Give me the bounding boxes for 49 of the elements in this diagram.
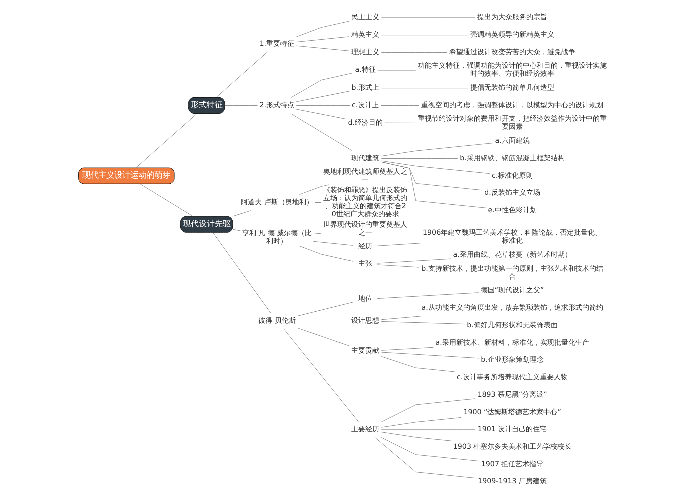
- connector: [232, 229, 241, 232]
- connector: [384, 122, 416, 124]
- connector: [381, 356, 455, 372]
- connector: [375, 438, 476, 479]
- connector: [314, 241, 354, 246]
- connector: [298, 328, 350, 346]
- connector: [381, 322, 466, 324]
- connector: [381, 316, 422, 320]
- connector: [377, 264, 420, 268]
- connector: [381, 438, 480, 462]
- connector: [381, 160, 490, 174]
- connector: [381, 352, 480, 359]
- connector: [314, 233, 322, 235]
- connector: [381, 162, 486, 208]
- connector: [232, 210, 252, 217]
- connector: [377, 292, 480, 299]
- connector: [284, 329, 359, 422]
- connector: [381, 398, 476, 422]
- connector: [296, 36, 350, 43]
- connector: [296, 46, 350, 52]
- connector: [381, 432, 452, 442]
- connector: [381, 88, 469, 89]
- connector: [296, 21, 350, 38]
- connector: [300, 246, 354, 262]
- connector: [381, 418, 462, 428]
- connector: [381, 347, 434, 351]
- connector: [381, 105, 420, 106]
- connector: [296, 91, 350, 102]
- connector: [224, 105, 258, 106]
- connector: [315, 202, 322, 204]
- node-box: 现代主义设计运动的萌芽: [78, 168, 175, 184]
- connector: [378, 70, 416, 71]
- connector: [381, 52, 448, 53]
- connector: [291, 72, 354, 98]
- connector: [290, 114, 352, 151]
- connector: [377, 243, 421, 246]
- connector: [381, 143, 494, 157]
- connector: [298, 321, 350, 322]
- connector: [377, 258, 452, 264]
- connector: [296, 109, 346, 120]
- connector: [381, 158, 458, 159]
- connector: [212, 232, 272, 314]
- connector: [298, 302, 354, 316]
- connector: [216, 52, 268, 98]
- connector: [140, 184, 194, 217]
- connector: [381, 35, 469, 36]
- connector: [136, 114, 198, 168]
- connector: [299, 184, 330, 195]
- connector: [296, 105, 350, 106]
